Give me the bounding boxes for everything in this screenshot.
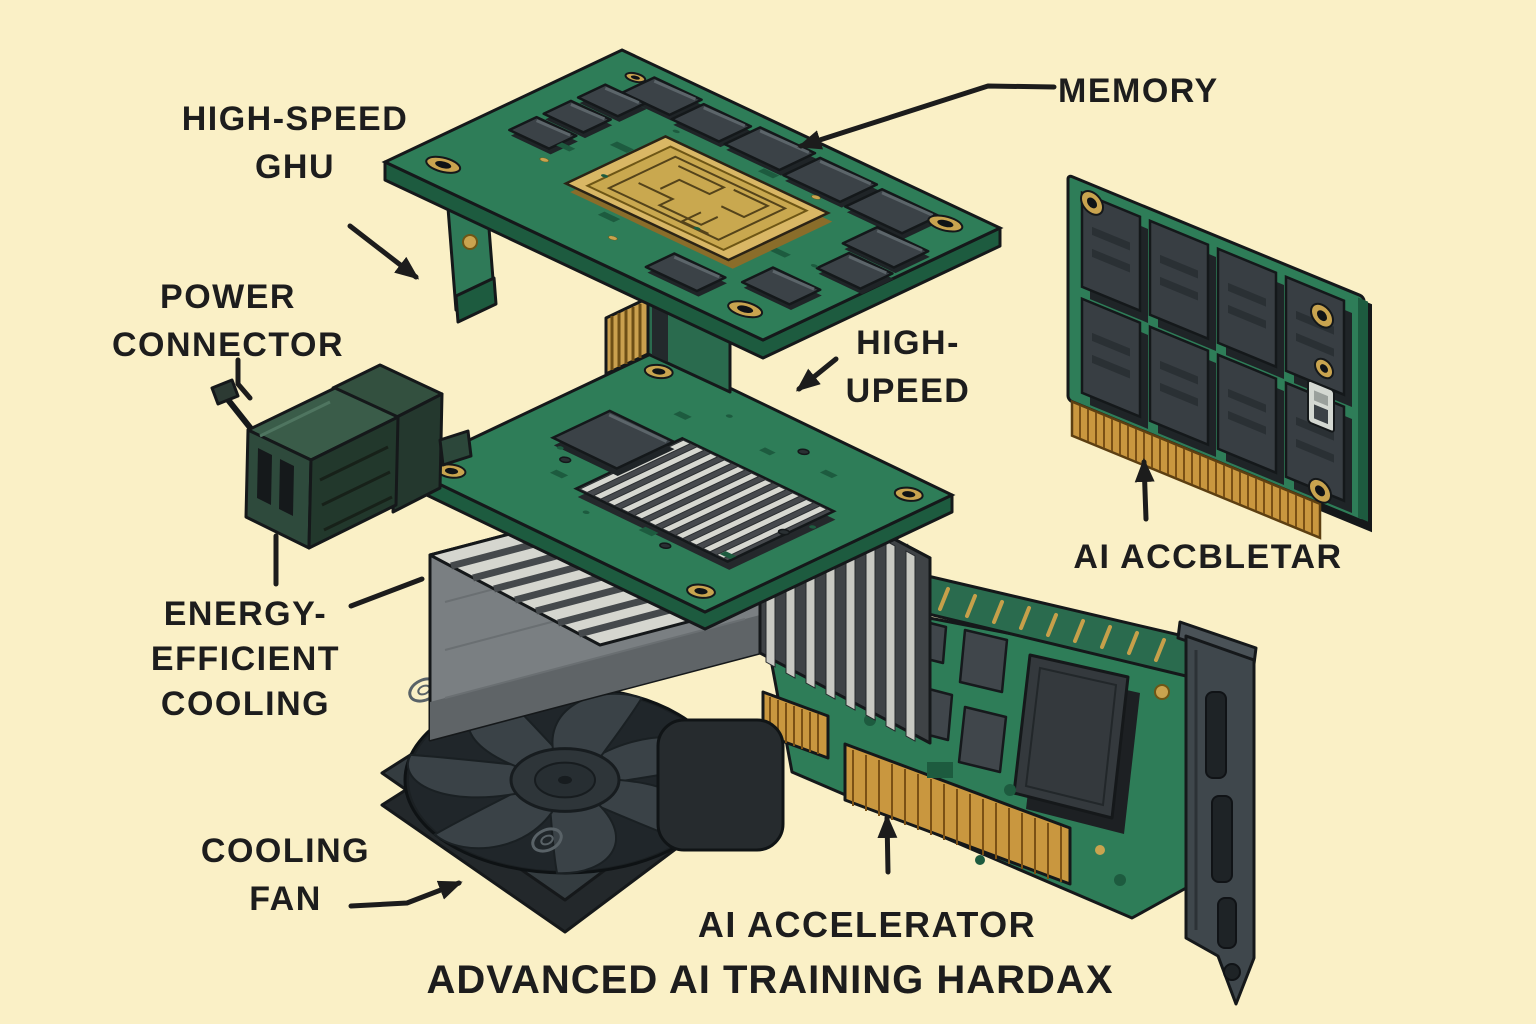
pcie-edge-connector [761,690,1072,886]
gpu-board-chips [427,70,941,311]
interposer-board-illustration [406,352,954,631]
label-high-speed: HIGH- UPEED [845,324,971,410]
high-speed-leader [795,356,839,392]
cooling-fan-arrow [348,880,463,909]
memory-arrow [797,83,1057,150]
memory-edge-connector [1072,402,1320,538]
label-power-connector: POWER CONNECTOR [112,278,344,364]
memory-spd-component [1308,380,1334,433]
interposer-chip [546,411,675,477]
diagram-title: ADVANCED AI TRAINING HARDAX [426,958,1114,1002]
gpu-die [559,136,833,269]
memory-mounting-holes [1081,187,1333,507]
heatsink-pedestal [656,718,785,852]
gpu-board-mounting-holes [417,65,968,325]
pcie-gpu-chip [1012,653,1140,834]
label-high-speed-gpu: HIGH-SPEED GHU [181,100,409,186]
interposer-mounting-holes [430,362,930,601]
interposer-nubs [518,395,885,570]
power-connector-leader [235,357,253,401]
label-ai-accelerator: AI ACCELERATOR [697,904,1037,945]
gpu-board-texture [539,129,821,268]
ai-accelerator-arrow [877,814,898,875]
cooling-leader [348,576,425,609]
memory-module-arrow [1134,458,1155,522]
gpu-board-illustration [383,50,1002,360]
label-ai-accelerator-module: AI ACCBLETAR [1073,538,1343,576]
gpu-arrow [347,223,420,280]
memory-module-illustration [1068,175,1372,559]
label-memory: MEMORY [1058,72,1219,110]
pcie-board-details [864,684,1170,886]
power-connector-illustration [210,363,473,550]
label-cooling-fan: COOLING FAN [200,832,371,918]
interposer-texture [549,411,838,560]
label-energy-efficient-cooling: ENERGY- EFFICIENT COOLING [150,595,341,723]
pcie-bracket [1176,620,1258,1006]
